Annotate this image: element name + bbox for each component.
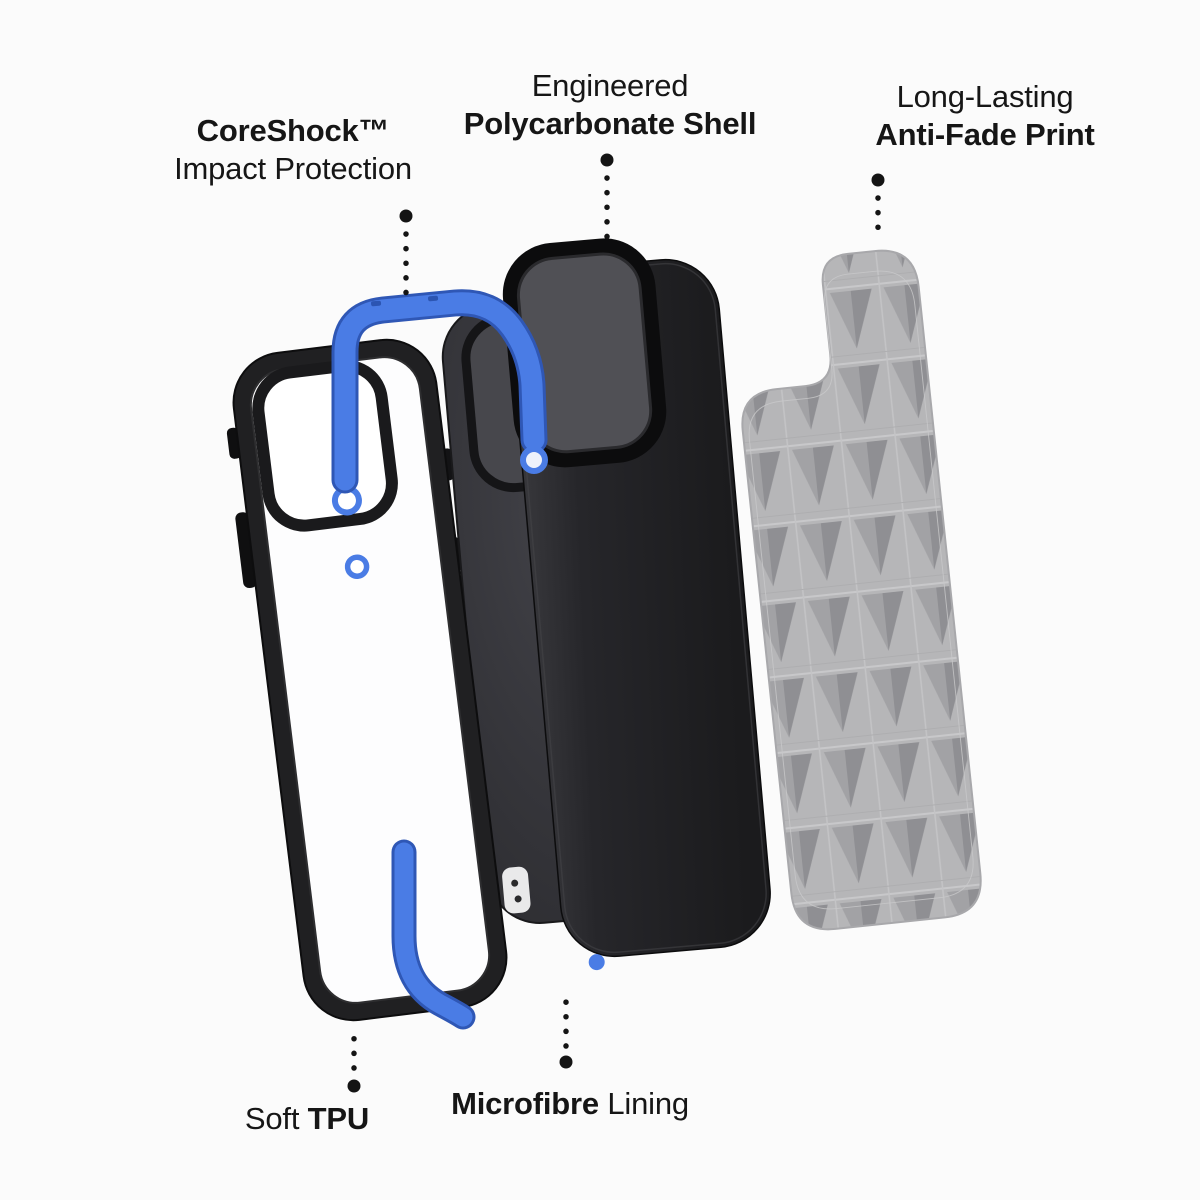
tpu-camera-surround [252, 359, 398, 532]
label-polycarbonate-line2: Polycarbonate Shell [463, 106, 757, 141]
label-coreshock-line2: Impact Protection [174, 151, 412, 186]
tpu-volume-button [235, 512, 258, 588]
shell-bottom-blue-tab [588, 954, 605, 971]
label-microfibre: Microfibre Lining [451, 1085, 689, 1123]
print-sheet-inner-border [748, 270, 974, 910]
polycarbonate-shell-layer [502, 238, 771, 971]
leader-dot [347, 1079, 361, 1093]
label-coreshock: CoreShock™ Impact Protection [174, 112, 412, 188]
label-microfibre-regular: Lining [598, 1086, 689, 1121]
coreshock-insert-top [331, 289, 548, 494]
leader-line-coreshock [399, 209, 413, 299]
label-coreshock-line1: CoreShock™ [196, 113, 390, 148]
anti-fade-print-layer [741, 249, 982, 931]
leader-line-antifade [871, 173, 885, 243]
leader-dot [600, 153, 614, 167]
band-end-eyelet [520, 446, 548, 474]
coreshock-insert-bottom [391, 839, 476, 1030]
port-hole [511, 879, 519, 887]
label-soft-tpu: Soft TPU [245, 1100, 369, 1138]
leader-line-soft-tpu [347, 1025, 361, 1093]
leader-dot [399, 209, 413, 223]
tpu-frame-layer [226, 338, 508, 1022]
blue-lens-ring-lower [344, 554, 370, 579]
leader-dot [871, 173, 885, 187]
label-antifade-line1: Long-Lasting [896, 79, 1074, 114]
label-antifade-line2: Anti-Fade Print [875, 117, 1095, 152]
leader-line-polycarbonate [600, 153, 614, 243]
band-notch [371, 300, 382, 307]
leader-dot [559, 1055, 573, 1069]
bottom-strip [394, 842, 473, 1027]
label-soft-tpu-bold: TPU [307, 1101, 370, 1136]
coreshock-band [334, 292, 545, 491]
leader-line-microfibre [559, 991, 573, 1069]
label-polycarbonate-line1: Engineered [531, 68, 689, 103]
label-microfibre-bold: Microfibre [451, 1086, 599, 1121]
port-hole [514, 895, 522, 903]
band-notch [428, 295, 439, 302]
lining-bottom-port [502, 866, 531, 914]
label-soft-tpu-regular: Soft [244, 1101, 308, 1136]
label-antifade: Long-Lasting Anti-Fade Print [875, 78, 1094, 154]
label-polycarbonate: Engineered Polycarbonate Shell [464, 67, 757, 143]
